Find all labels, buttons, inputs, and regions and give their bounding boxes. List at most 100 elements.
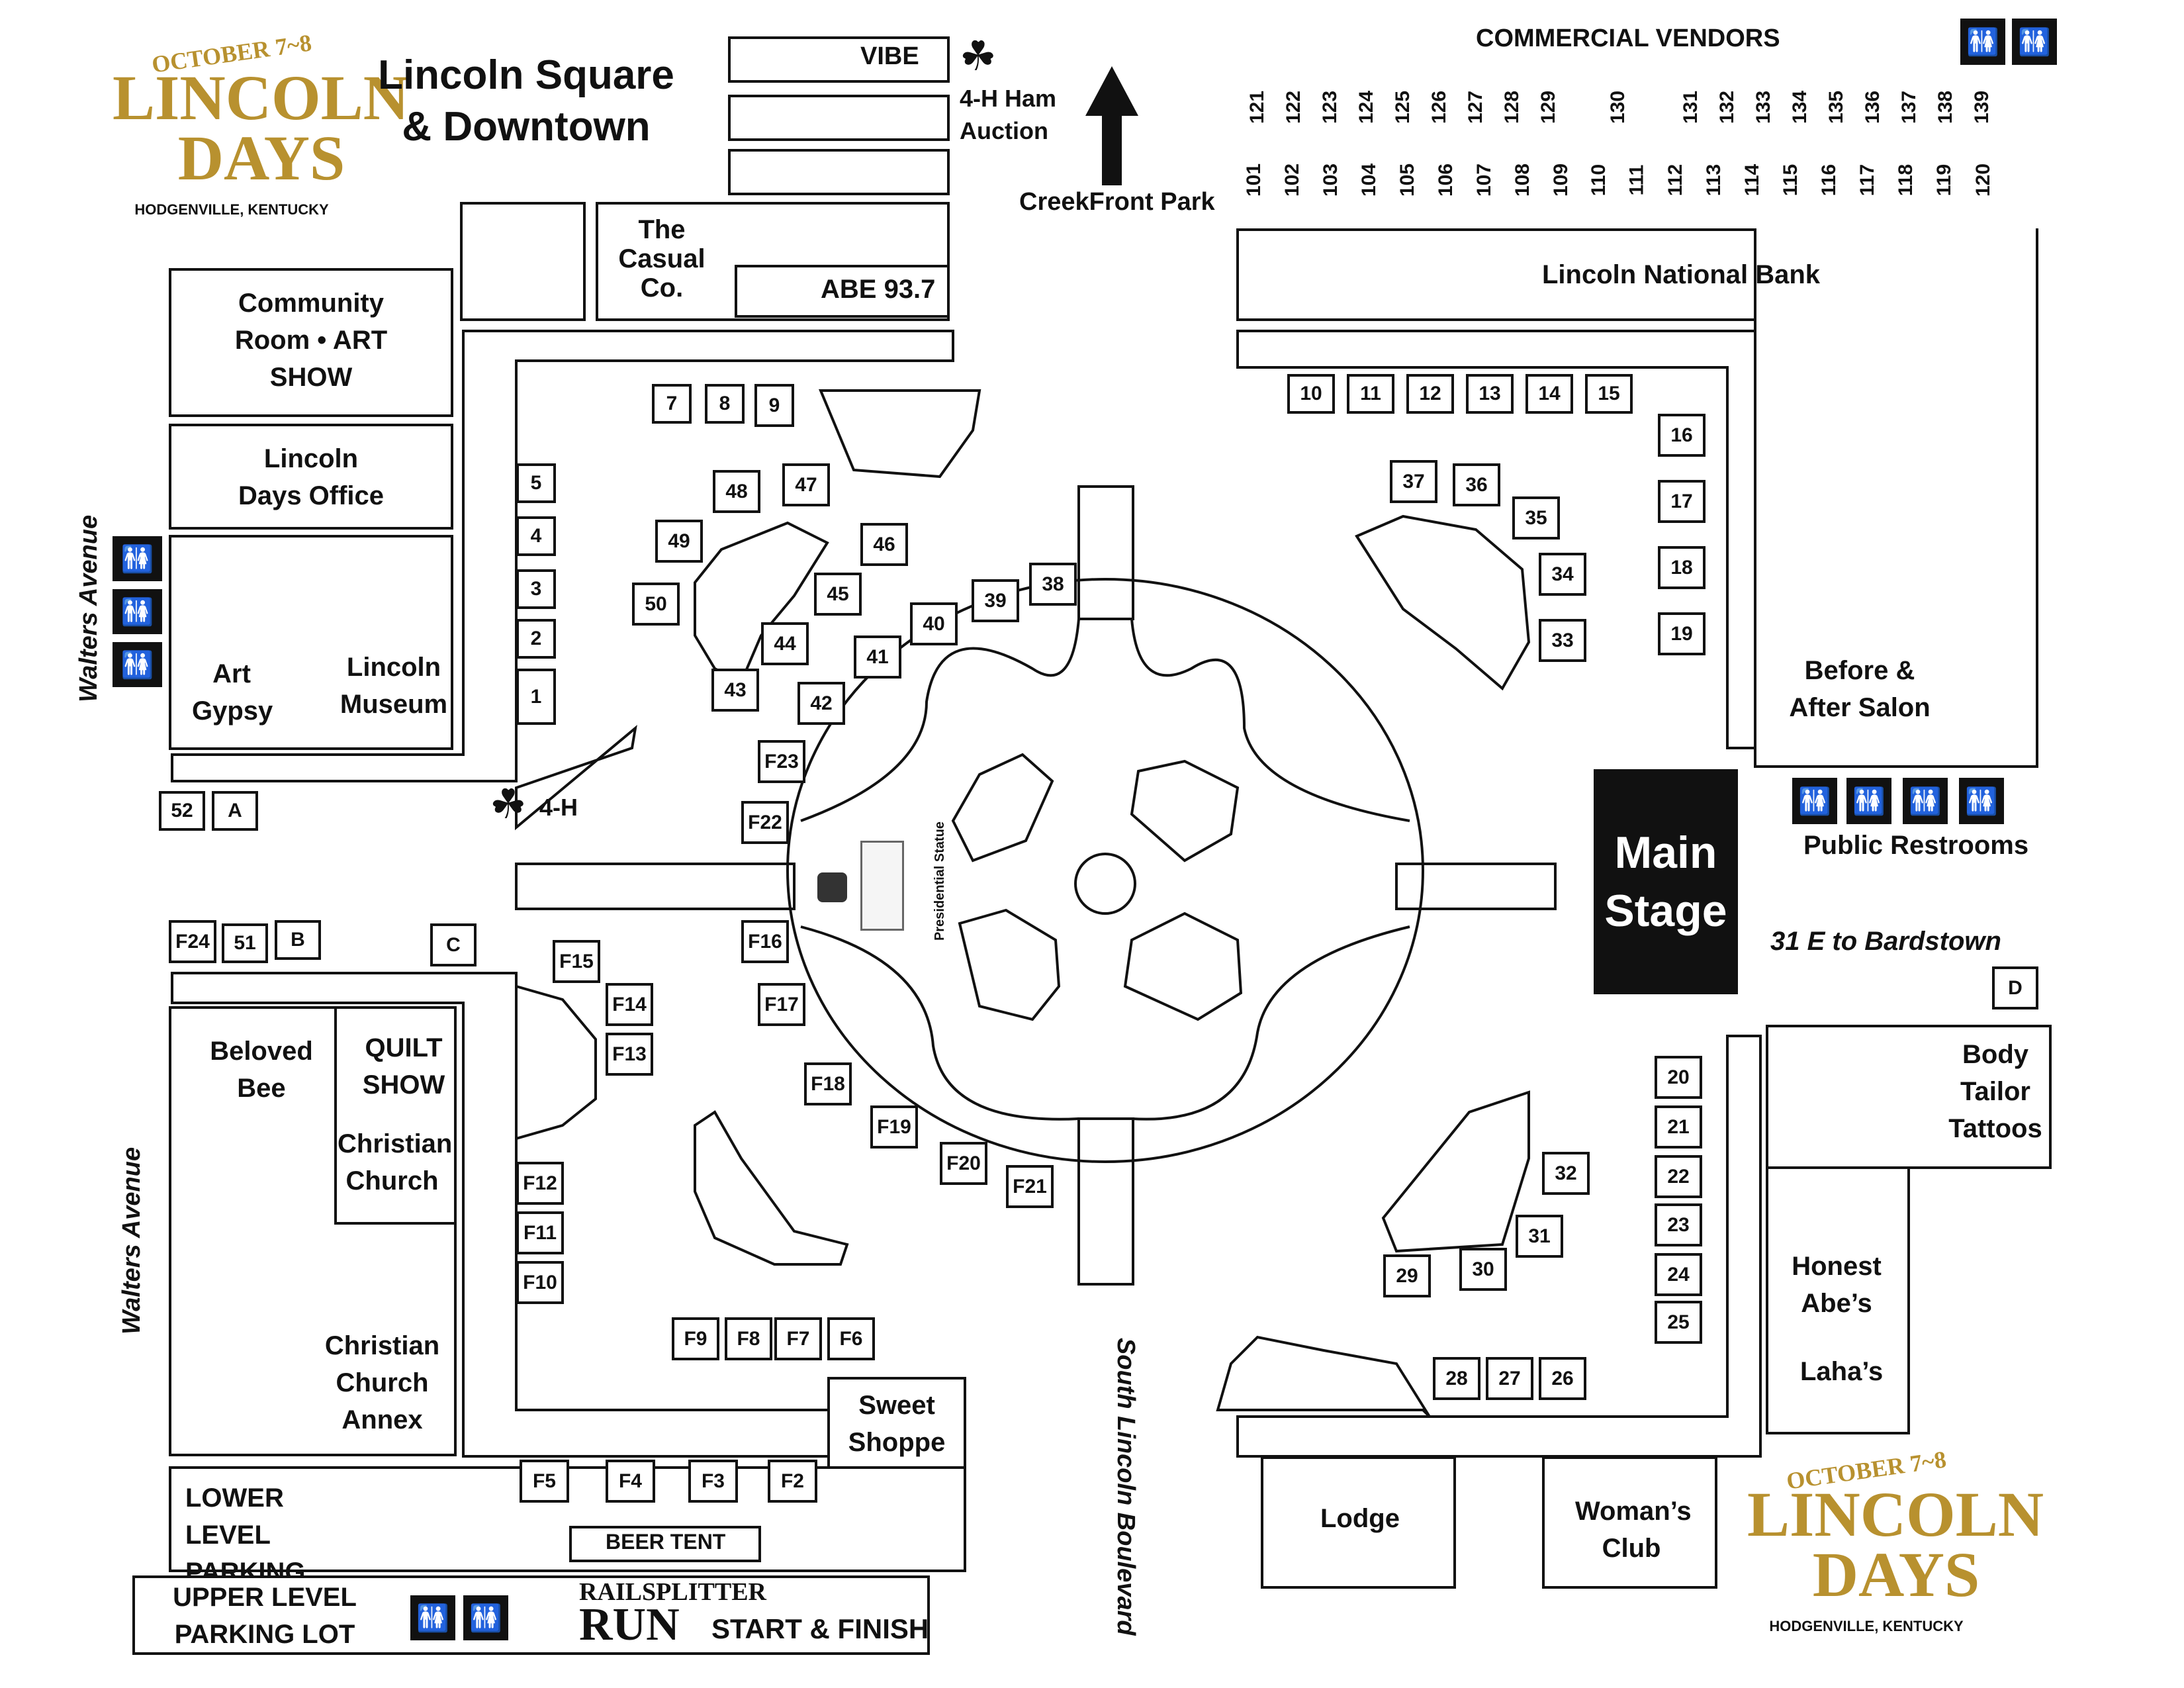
planter [1381,1090,1530,1253]
booth-b33: 33 [1539,619,1586,662]
restroom-icon: 🚻 [113,536,162,581]
booth-f12: F12 [516,1162,564,1205]
booth-f4: F4 [606,1460,655,1503]
booth-b9: 9 [754,384,794,427]
south-road [1077,1117,1134,1286]
booth-f21: F21 [1006,1165,1054,1208]
booth-f15: F15 [553,940,600,983]
vendor-number-bottom: 107 [1473,163,1496,197]
booth-b21: 21 [1655,1105,1702,1149]
vendor-number-top: 125 [1392,90,1414,124]
planter [694,1110,849,1266]
bardstown-label: 31 E to Bardstown [1770,927,2001,956]
lincoln-museum-label: Lincoln Museum [340,653,448,719]
run-label: RUN [579,1599,680,1650]
lower-parking-lot [169,1466,966,1572]
vendor-number-bottom: 101 [1243,163,1265,197]
booth-b42: 42 [797,682,845,725]
vendor-number-top: 127 [1465,90,1487,124]
vendor-number-bottom: 106 [1435,163,1457,197]
vendor-number-bottom: 111 [1625,164,1648,196]
vendor-number-top: 133 [1752,90,1775,124]
booth-b52: 52 [159,791,205,831]
booth-bC: C [430,923,477,966]
lincoln-days-logo-top: OCTOBER 7~8 LINCOLN DAYS HODGENVILLE, KE… [113,29,410,218]
abe-label: ABE 93.7 [821,275,936,304]
booth-b12: 12 [1406,374,1454,414]
logo-location: HODGENVILLE, KENTUCKY [1769,1618,1964,1635]
booth-b17: 17 [1658,480,1706,523]
sweet-shoppe-building [827,1377,966,1479]
main-stage-label: Main Stage [1604,827,1727,936]
vendor-number-top: 128 [1501,90,1524,124]
vendor-number-top: 129 [1537,90,1560,124]
lahas-label: Laha’s [1800,1357,1884,1386]
vendor-number-top: 131 [1680,90,1702,124]
booth-f11: F11 [516,1211,564,1254]
walters-avenue-label-bottom: Walters Avenue [118,1147,146,1335]
booth-bB: B [275,920,321,960]
booth-b29: 29 [1383,1254,1431,1297]
ham-auction-booth-2 [728,149,950,195]
railsplitter-label: RAILSPLITTER [579,1578,766,1606]
booth-b45: 45 [814,573,862,616]
booth-b23: 23 [1655,1203,1702,1246]
womans-club-label: Woman’s Club [1575,1497,1692,1563]
vendor-number-bottom: 119 [1933,164,1956,197]
booth-b41: 41 [854,635,901,679]
booth-f24: F24 [169,920,216,963]
four-h-label: 4-H [539,794,578,821]
booth-b35: 35 [1512,496,1560,539]
restroom-icon: 🚻 [463,1595,508,1640]
booth-f22: F22 [741,801,789,844]
four-leaf-clover-icon: ☘ [490,782,527,827]
planter [694,521,829,684]
vendor-number-top: 124 [1355,90,1378,124]
vendor-number-bottom: 103 [1320,163,1342,197]
booth-f18: F18 [804,1062,852,1105]
booth-f2: F2 [768,1460,817,1503]
abe-radio-booth [735,265,950,318]
presidential-statue-label: Presidential Statue [933,821,947,941]
booth-b1: 1 [516,669,556,725]
booth-b16: 16 [1658,414,1706,457]
booth-b38: 38 [1029,563,1077,606]
vendor-number-bottom: 114 [1741,164,1764,197]
vendor-number-bottom: 117 [1856,164,1879,197]
vendor-number-top: 132 [1716,90,1739,124]
building-block [460,202,586,321]
vendor-number-bottom: 105 [1396,163,1419,197]
bank-wing-building [1754,228,2038,768]
art-gypsy-label: Art Gypsy [192,659,273,726]
east-road [1395,863,1557,910]
logo-line1: LINCOLN [113,62,410,133]
vibe-booth [728,36,950,83]
restroom-icon: 🚻 [410,1595,455,1640]
vendor-number-top: 139 [1971,90,1993,124]
restroom-icon: 🚻 [1959,778,2004,824]
creekfront-park-label: CreekFront Park [1019,188,1215,216]
booth-b2: 2 [516,619,556,659]
booth-b11: 11 [1347,374,1394,414]
booth-b40: 40 [910,602,958,645]
inner-planter [1123,912,1243,1021]
presidential-statue-icon [817,872,847,902]
booth-b18: 18 [1658,546,1706,589]
booth-f7: F7 [774,1317,822,1360]
booth-b26: 26 [1539,1357,1586,1400]
map-title: Lincoln Square & Downtown [378,52,674,150]
booth-b28: 28 [1433,1357,1480,1400]
lodge-building [1261,1456,1456,1589]
north-road [1077,485,1134,620]
vendor-number-top: 126 [1428,90,1451,124]
booth-b32: 32 [1542,1152,1590,1195]
beer-tent [569,1526,761,1562]
vendor-number-top: 122 [1283,90,1305,124]
quilt-show-label: QUILT SHOW [362,1033,445,1100]
beloved-bee-label: Beloved Bee [210,1037,313,1103]
booth-b24: 24 [1655,1253,1702,1296]
restroom-icon: 🚻 [1903,778,1948,824]
booth-b22: 22 [1655,1155,1702,1198]
inner-planter [1130,759,1240,863]
